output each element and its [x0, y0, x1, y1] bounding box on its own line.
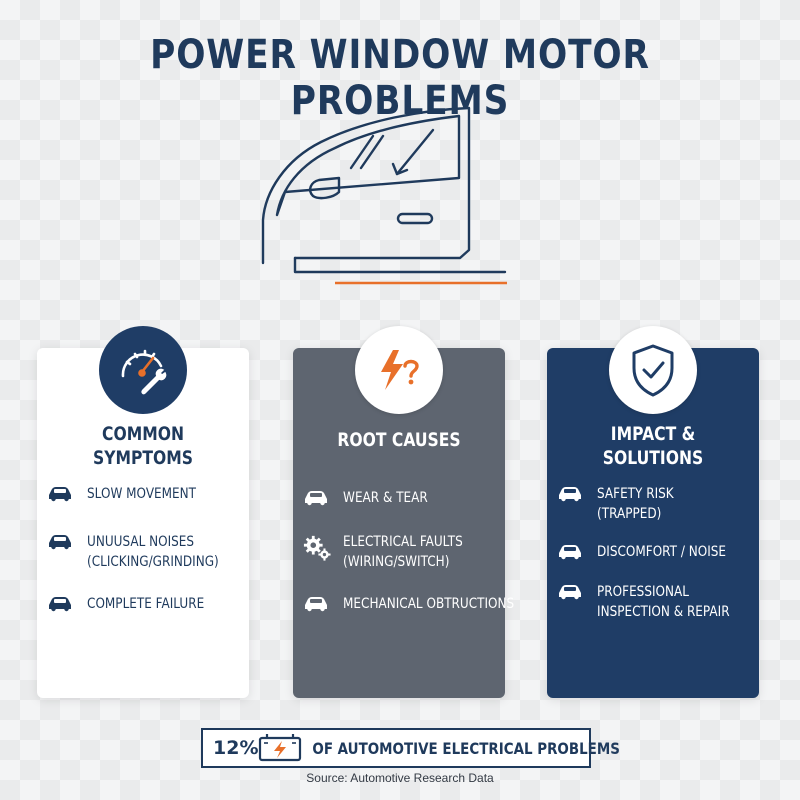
card-title: COMMON SYMPTOMS	[92, 423, 194, 469]
battery-icon	[258, 731, 304, 765]
list-item: SAFETY RISK(TRAPPED)	[557, 484, 755, 524]
car-icon	[303, 594, 331, 612]
root-causes-card: ROOT CAUSES WEAR & TEAR	[293, 326, 514, 698]
car-icon	[47, 594, 75, 612]
car-door-illustration	[261, 106, 507, 285]
shield-check-icon	[609, 326, 697, 414]
list-item: UNUUSAL NOISES(CLICKING/GRINDING)	[47, 532, 245, 572]
gauge-wrench-icon	[99, 326, 187, 414]
gears-icon	[303, 532, 331, 562]
card-title: IMPACT & SOLUTIONS	[602, 423, 704, 469]
list-item: DISCOMFORT / NOISE	[557, 542, 755, 562]
page-title: POWER WINDOW MOTOR PROBLEMS	[150, 32, 650, 124]
car-icon	[557, 484, 585, 502]
stat-banner: 12% OF AUTOMOTIVE ELECTRICAL PROBLEMS	[201, 728, 620, 768]
car-icon	[47, 532, 75, 550]
impact-solutions-card: IMPACT & SOLUTIONS SAFETY RISK(TRAPPED) …	[547, 326, 759, 698]
car-icon	[47, 484, 75, 502]
card-title: ROOT CAUSES	[337, 429, 461, 451]
stat-percent: 12%	[213, 737, 259, 759]
list-item: WEAR & TEAR	[303, 488, 501, 508]
source-note: Source: Automotive Research Data	[306, 771, 494, 785]
car-icon	[557, 542, 585, 560]
list-item: SLOW MOVEMENT	[47, 484, 245, 504]
common-symptoms-card: COMMON SYMPTOMS SLOW MOVEMENT UNUUSAL NO…	[37, 326, 249, 698]
car-icon	[303, 488, 331, 506]
car-icon	[557, 582, 585, 600]
list-item: MECHANICAL OBTRUCTIONS	[303, 594, 514, 614]
list-item: ELECTRICAL FAULTS(WIRING/SWITCH)	[303, 532, 501, 572]
list-item: COMPLETE FAILURE	[47, 594, 245, 614]
lightning-question-icon	[355, 326, 443, 414]
stat-description: OF AUTOMOTIVE ELECTRICAL PROBLEMS	[312, 738, 621, 758]
